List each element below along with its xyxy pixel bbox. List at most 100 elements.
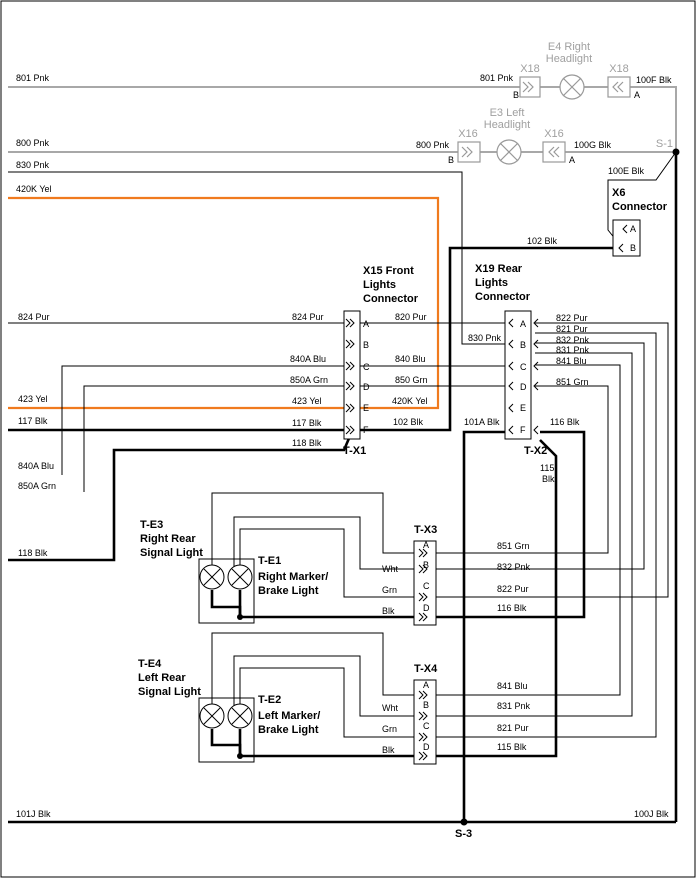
rear-left-lamp-housing	[198, 697, 255, 763]
x19-label-1: X19 Rear	[475, 263, 523, 275]
splice-tx3	[237, 614, 243, 620]
te1-lamp-icon	[227, 564, 253, 590]
svg-text:C: C	[363, 362, 370, 372]
te1-label-1: T-E1	[258, 555, 281, 567]
svg-text:Grn: Grn	[382, 585, 397, 595]
te1-label-3: Brake Light	[258, 585, 319, 597]
svg-text:100J Blk: 100J Blk	[634, 809, 669, 819]
te4-lamp-icon	[199, 703, 225, 729]
svg-text:118 Blk: 118 Blk	[18, 548, 48, 558]
svg-text:115 Blk: 115 Blk	[497, 742, 527, 752]
svg-text:E: E	[363, 403, 369, 413]
wire-paths	[8, 151, 678, 824]
s3-label: S-3	[455, 828, 472, 840]
wire-801-left: 801 Pnk	[16, 73, 50, 83]
svg-text:832 Pnk: 832 Pnk	[497, 562, 531, 572]
svg-text:824 Pur: 824 Pur	[292, 312, 324, 322]
x19-label-3: Connector	[475, 291, 531, 303]
svg-text:423 Yel: 423 Yel	[292, 396, 322, 406]
svg-text:Wht: Wht	[382, 703, 399, 713]
svg-text:D: D	[423, 742, 430, 752]
wire-800-left: 800 Pnk	[16, 138, 50, 148]
svg-text:840 Blu: 840 Blu	[395, 354, 426, 364]
tx4-label: T-X4	[414, 663, 438, 675]
headlight-circuits	[8, 74, 677, 165]
splice-tx4	[237, 753, 243, 759]
splice-s1	[672, 148, 680, 156]
svg-text:B: B	[363, 340, 369, 350]
svg-text:D: D	[423, 603, 430, 613]
svg-text:Blk: Blk	[382, 606, 395, 616]
svg-text:115: 115	[540, 463, 554, 473]
x16-left-connector	[457, 141, 481, 163]
x15-label-2: Lights	[363, 279, 396, 291]
tx3-pins: A B C D	[418, 540, 430, 622]
rear-right-lamp-housing	[198, 558, 255, 624]
svg-text:117 Blk: 117 Blk	[18, 416, 48, 426]
x15-label-1: X15 Front	[363, 265, 414, 277]
svg-text:840A Blu: 840A Blu	[290, 354, 326, 364]
svg-text:C: C	[520, 362, 527, 372]
svg-text:102 Blk: 102 Blk	[393, 417, 424, 427]
svg-text:840A Blu: 840A Blu	[18, 461, 54, 471]
te2-label-1: T-E2	[258, 694, 281, 706]
tx4-pins: A B C D	[418, 680, 430, 761]
svg-text:841 Blu: 841 Blu	[497, 681, 528, 691]
svg-text:117 Blk: 117 Blk	[292, 418, 322, 428]
svg-text:850A Grn: 850A Grn	[18, 481, 56, 491]
svg-text:D: D	[520, 382, 527, 392]
te1-label-2: Right Marker/	[258, 571, 328, 583]
x16-pin-b: B	[448, 155, 454, 165]
x6-label-2: Connector	[612, 201, 668, 213]
svg-text:101J Blk: 101J Blk	[16, 809, 51, 819]
svg-text:C: C	[423, 721, 430, 731]
svg-text:E: E	[520, 403, 526, 413]
svg-text:822 Pur: 822 Pur	[556, 313, 588, 323]
x18-left-label: X18	[520, 63, 540, 75]
svg-text:A: A	[423, 540, 429, 550]
svg-text:831 Pnk: 831 Pnk	[497, 701, 531, 711]
svg-text:Blk: Blk	[382, 745, 395, 755]
svg-text:101A Blk: 101A Blk	[464, 417, 500, 427]
x19-pins: A B C D E F	[508, 318, 539, 435]
x19-connector	[504, 310, 532, 440]
tx3-connector	[413, 540, 437, 626]
wire-800-right: 800 Pnk	[416, 140, 450, 150]
svg-text:Blk: Blk	[542, 474, 555, 484]
wire-labels: 830 Pnk 830 Pnk 100E Blk 420K Yel 420K Y…	[16, 160, 669, 819]
svg-text:850 Grn: 850 Grn	[395, 375, 428, 385]
svg-text:B: B	[423, 560, 429, 570]
x6-label-1: X6	[612, 187, 625, 199]
x18-left-connector	[519, 76, 541, 98]
svg-text:824 Pur: 824 Pur	[18, 312, 50, 322]
wire-100f: 100F Blk	[636, 75, 672, 85]
svg-text:851 Grn: 851 Grn	[497, 541, 530, 551]
svg-text:851 Grn: 851 Grn	[556, 377, 589, 387]
svg-text:822 Pur: 822 Pur	[497, 584, 529, 594]
te2-label-3: Brake Light	[258, 724, 319, 736]
x15-connector	[343, 310, 361, 440]
te3-label-2: Right Rear	[140, 533, 196, 545]
x18-right-connector	[607, 76, 631, 98]
svg-text:830 Pnk: 830 Pnk	[468, 333, 502, 343]
svg-text:118 Blk: 118 Blk	[292, 438, 322, 448]
svg-text:832 Pnk: 832 Pnk	[556, 335, 590, 345]
e3-label-2: Headlight	[484, 119, 530, 131]
svg-text:F: F	[520, 425, 526, 435]
te2-label-2: Left Marker/	[258, 710, 320, 722]
x15-pins: A B C D E F	[345, 318, 370, 435]
svg-text:Wht: Wht	[382, 564, 399, 574]
svg-text:D: D	[363, 382, 370, 392]
svg-text:850A Grn: 850A Grn	[290, 375, 328, 385]
x18-right-label: X18	[609, 63, 629, 75]
splice-s3	[460, 818, 468, 826]
x15-label-3: Connector	[363, 293, 419, 305]
x16-pin-a: A	[569, 155, 575, 165]
wire-801-right: 801 Pnk	[480, 73, 514, 83]
te4-label-1: T-E4	[138, 658, 162, 670]
te2-lamp-icon	[227, 703, 253, 729]
x16-left-label: X16	[458, 128, 478, 140]
svg-text:423 Yel: 423 Yel	[18, 394, 48, 404]
